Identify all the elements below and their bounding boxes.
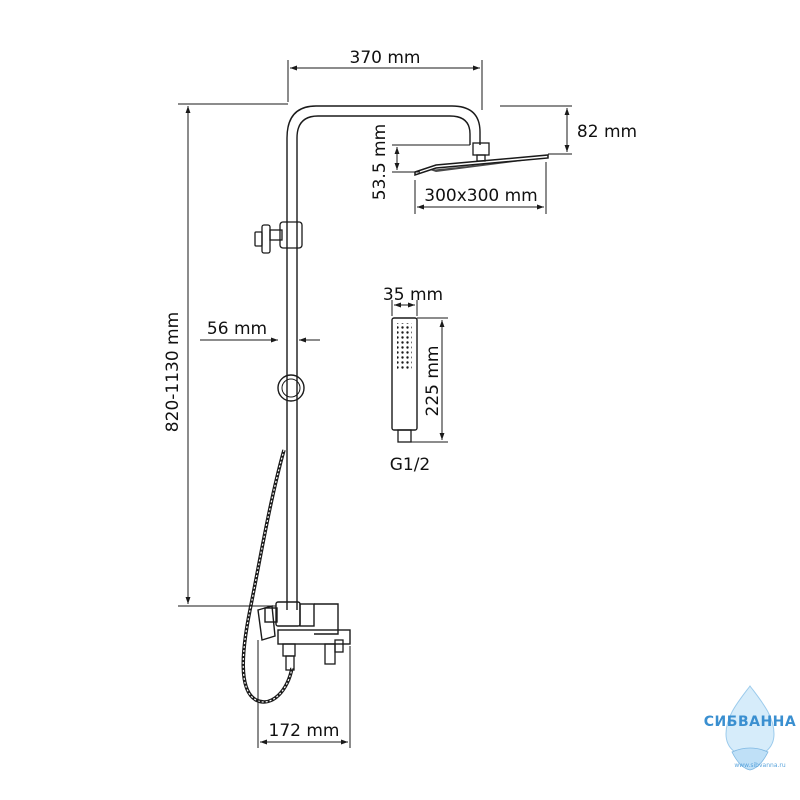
shower-hose: [241, 449, 294, 704]
label-arm-length: 370 mm: [350, 48, 421, 68]
mixer-with-spout: [257, 601, 351, 671]
label-head-offset: 82 mm: [577, 122, 637, 142]
rain-shower-head: [414, 154, 549, 177]
dimension-head-size: 300x300 mm: [414, 162, 547, 214]
label-head-size: 300x300 mm: [424, 186, 537, 206]
dimension-height-range: 820-1130 mm: [163, 103, 288, 607]
hand-shower: [391, 317, 418, 443]
dimension-arm-length: 370 mm: [287, 48, 483, 110]
logo-name: СИБВАННА: [704, 714, 796, 730]
hand-shower-nozzles: [397, 323, 412, 370]
handset-slide-holder: [277, 374, 305, 402]
bathtub-icon: [731, 747, 769, 771]
label-handset-length: 225 mm: [423, 346, 443, 417]
dimension-head-offset: 82 mm: [500, 105, 637, 155]
label-spout-length: 172 mm: [269, 721, 340, 741]
dimension-handset-length: 225 mm: [411, 317, 448, 443]
dimension-head-drop: 53.5 mm: [370, 124, 470, 200]
label-handset-thread: G1/2: [390, 455, 431, 475]
label-handset-width: 35 mm: [383, 285, 443, 305]
logo-url: www.sibvanna.ru: [734, 762, 786, 769]
label-riser-offset: 56 mm: [207, 319, 267, 339]
dimension-spout-length: 172 mm: [257, 640, 351, 748]
dimension-riser-offset: 56 mm: [200, 319, 320, 343]
dimension-handset-width: 35 mm: [383, 285, 443, 316]
head-connector: [472, 142, 490, 156]
brand-logo: СИБВАННА www.sibvanna.ru: [704, 685, 796, 771]
label-head-drop: 53.5 mm: [370, 124, 390, 200]
label-height-range: 820-1130 mm: [163, 312, 183, 432]
wall-bracket-upper: [254, 221, 303, 254]
